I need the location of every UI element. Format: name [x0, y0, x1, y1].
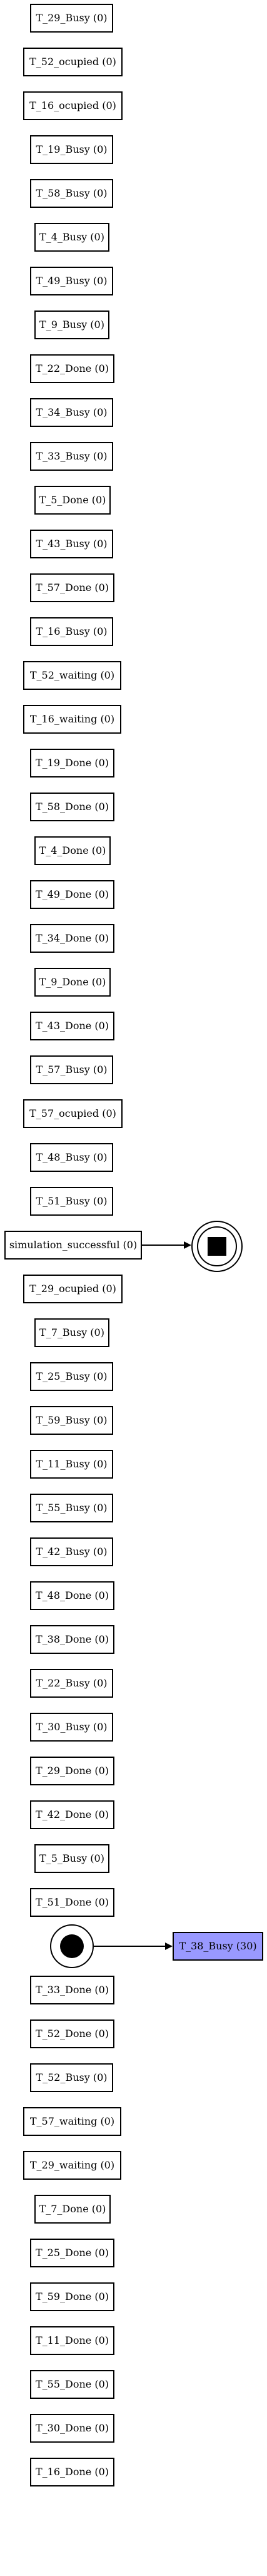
edge-simulation-to-end	[142, 1244, 184, 1246]
node-t49-busy: T_49_Busy (0)	[30, 267, 113, 295]
node-t57-ocupied: T_57_ocupied (0)	[23, 1099, 123, 1128]
node-t59-done: T_59_Done (0)	[30, 2282, 114, 2311]
node-t34-busy: T_34_Busy (0)	[30, 398, 113, 427]
node-t16-ocupied: T_16_ocupied (0)	[23, 91, 123, 120]
node-t29-waiting: T_29_waiting (0)	[23, 2151, 121, 2180]
node-t7-busy: T_7_Busy (0)	[34, 1318, 109, 1347]
node-t43-busy: T_43_Busy (0)	[30, 530, 113, 558]
node-t4-done: T_4_Done (0)	[34, 836, 111, 865]
node-t4-busy: T_4_Busy (0)	[34, 223, 109, 252]
node-t19-done: T_19_Done (0)	[30, 749, 114, 777]
node-t51-done: T_51_Done (0)	[30, 1888, 114, 1917]
node-t52-busy: T_52_Busy (0)	[30, 2063, 113, 2092]
node-t5-busy: T_5_Busy (0)	[34, 1844, 109, 1873]
node-t9-busy: T_9_Busy (0)	[34, 310, 109, 339]
node-t58-busy: T_58_Busy (0)	[30, 179, 113, 208]
node-t11-done: T_11_Done (0)	[30, 2326, 114, 2355]
node-t16-waiting: T_16_waiting (0)	[23, 705, 121, 734]
start-state-icon	[50, 1924, 94, 1968]
node-t34-done: T_34_Done (0)	[30, 924, 114, 953]
node-t22-busy: T_22_Busy (0)	[30, 1669, 113, 1698]
node-t11-busy: T_11_Busy (0)	[30, 1450, 113, 1479]
start-state-dot	[60, 1934, 84, 1958]
node-t59-busy: T_59_Busy (0)	[30, 1406, 113, 1435]
node-t38-busy: T_38_Busy (30)	[173, 1932, 263, 1961]
end-state-ring	[197, 1226, 237, 1266]
node-t57-waiting: T_57_waiting (0)	[23, 2107, 121, 2136]
node-t42-busy: T_42_Busy (0)	[30, 1537, 113, 1566]
node-t19-busy: T_19_Busy (0)	[30, 135, 113, 164]
node-t49-done: T_49_Done (0)	[30, 880, 114, 909]
node-t57-done: T_57_Done (0)	[30, 573, 114, 602]
node-t5-done: T_5_Done (0)	[34, 486, 111, 515]
node-t42-done: T_42_Done (0)	[30, 1800, 114, 1829]
node-t38-done: T_38_Done (0)	[30, 1625, 114, 1654]
node-t48-busy: T_48_Busy (0)	[30, 1143, 113, 1172]
node-t55-busy: T_55_Busy (0)	[30, 1494, 113, 1522]
arrow-head-to-end	[184, 1241, 191, 1249]
node-t29-done: T_29_Done (0)	[30, 1757, 114, 1785]
node-t16-busy: T_16_Busy (0)	[30, 617, 113, 646]
node-t52-done: T_52_Done (0)	[30, 2019, 114, 2048]
node-t57-busy: T_57_Busy (0)	[30, 1055, 113, 1084]
node-t16-done: T_16_Done (0)	[30, 2458, 114, 2486]
end-state-icon	[191, 1221, 243, 1272]
node-t55-done: T_55_Done (0)	[30, 2370, 114, 2399]
node-t22-done: T_22_Done (0)	[30, 354, 114, 383]
node-simulation-successful: simulation_successful (0)	[4, 1231, 142, 1260]
node-t25-done: T_25_Done (0)	[30, 2239, 114, 2267]
node-t9-done: T_9_Done (0)	[34, 968, 111, 997]
node-t51-busy: T_51_Busy (0)	[30, 1187, 113, 1216]
node-t30-busy: T_30_Busy (0)	[30, 1713, 113, 1742]
node-t33-done: T_33_Done (0)	[30, 1976, 114, 2004]
node-t25-busy: T_25_Busy (0)	[30, 1362, 113, 1391]
node-t33-busy: T_33_Busy (0)	[30, 442, 113, 471]
edge-start-to-t38-busy	[94, 1946, 165, 1947]
arrow-head-to-t38-busy	[165, 1942, 173, 1950]
node-t29-ocupied: T_29_ocupied (0)	[23, 1275, 123, 1303]
end-state-square	[208, 1237, 226, 1256]
node-t29-busy: T_29_Busy (0)	[30, 4, 113, 33]
node-t48-done: T_48_Done (0)	[30, 1581, 114, 1610]
node-t58-done: T_58_Done (0)	[30, 793, 114, 821]
node-t52-ocupied: T_52_ocupied (0)	[23, 48, 123, 76]
node-t52-waiting: T_52_waiting (0)	[23, 661, 121, 690]
node-t30-done: T_30_Done (0)	[30, 2414, 114, 2443]
node-t7-done: T_7_Done (0)	[34, 2195, 111, 2224]
node-t43-done: T_43_Done (0)	[30, 1012, 114, 1040]
